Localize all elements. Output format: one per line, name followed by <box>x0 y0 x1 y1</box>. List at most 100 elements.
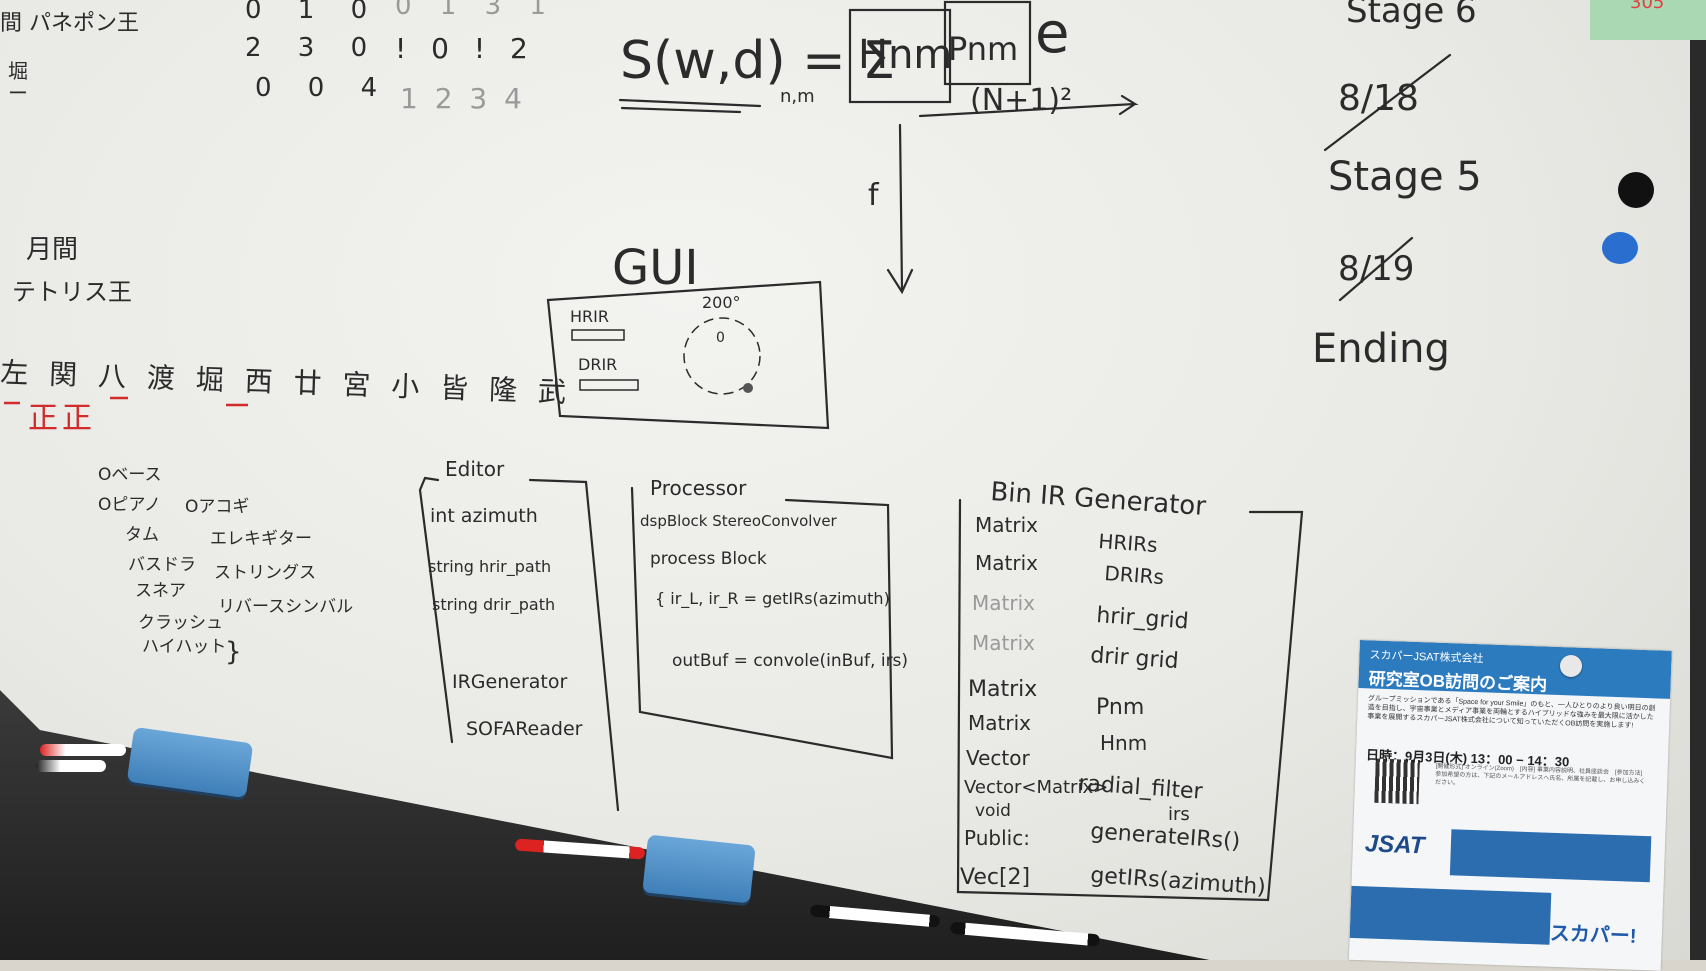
editor-title: Editor <box>445 457 505 481</box>
gui-angle: 200° <box>702 293 741 312</box>
formula-lhs: S(w,d) = Σ <box>620 31 895 91</box>
monthly-line1: 月間 <box>26 235 78 265</box>
processor-line4: outBuf = convole(inBuf, irs) <box>672 651 908 671</box>
formula-term2: Pnm <box>948 30 1018 68</box>
processor-line1: dspBlock StereoConvolver <box>640 512 838 530</box>
formula-term1: Hnm <box>858 32 952 78</box>
editor-line: IRGenerator <box>452 671 567 693</box>
instrument-item: ストリングス <box>214 563 316 583</box>
flyer-body: グループミッションである「Space for your Smile」のもと、一人… <box>1367 695 1656 730</box>
red-underlines <box>4 396 248 407</box>
binir-types: Matrix Matrix Matrix Matrix Matrix Matri… <box>960 513 1108 890</box>
binir-type: Public: <box>964 826 1030 850</box>
instrument-item: エレキギター <box>210 529 312 549</box>
down-arrow <box>886 123 914 295</box>
red-marker-left-2[interactable] <box>36 760 106 772</box>
score-faint-row2: 1 2 3 4 <box>400 82 526 115</box>
flyer-brand: スカパー! <box>1549 922 1637 948</box>
binir-type: Matrix <box>975 513 1038 537</box>
instrument-item: Oピアノ <box>98 495 161 515</box>
formula-box1 <box>848 8 952 104</box>
instrument-item: リバースシンバル <box>218 597 353 617</box>
formula-subscript: n,m <box>780 86 815 107</box>
schedule-slash1 <box>1323 53 1452 152</box>
editor-line: string hrir_path <box>428 557 551 577</box>
instruments-brace: } <box>225 637 242 667</box>
instrument-item: ハイハット <box>142 637 226 657</box>
binir-name: hrir_grid <box>1096 603 1190 634</box>
binir-type: Vec[2] <box>960 865 1030 890</box>
binir-type: Matrix <box>975 551 1038 575</box>
score-row1: 2 3 0 <box>245 33 381 63</box>
editor-box <box>418 476 620 812</box>
gui-title: GUI <box>612 240 698 296</box>
formula-box2 <box>943 0 1032 86</box>
formula-exp: e <box>1035 1 1069 66</box>
eraser-right[interactable] <box>642 834 756 904</box>
processor-line3: { ir_L, ir_R = getIRs(azimuth) <box>655 589 890 609</box>
binir-names: HRIRs DRIRs hrir_grid drir grid Pnm Hnm … <box>1078 529 1267 900</box>
binir-name: HRIRs <box>1098 529 1159 557</box>
binir-name: radial_filter <box>1078 771 1205 805</box>
sticky-note-text: 305 <box>1630 0 1665 13</box>
editor-line: int azimuth <box>430 505 538 527</box>
gui-slider1-label: HRIR <box>570 307 609 326</box>
binir-name: DRIRs <box>1104 561 1165 589</box>
instruments-col2: Oアコギ エレキギター ストリングス リバースシンバル <box>185 497 353 617</box>
binir-name: drir grid <box>1090 643 1180 674</box>
flyer-band <box>1449 829 1652 883</box>
gui-slider1 <box>571 329 625 341</box>
formula-arrow <box>918 94 1139 118</box>
score-row2: 0 0 4 <box>255 73 391 103</box>
schedule-stage5: Stage 5 <box>1328 154 1482 200</box>
gui-knob-zero: 0 <box>716 330 725 346</box>
schedule-date1: 8/18 <box>1338 78 1419 119</box>
gui-box <box>546 280 830 430</box>
binir-type: void <box>975 801 1011 821</box>
binir-type: Vector<Matrix> <box>964 777 1108 798</box>
red-marker-left[interactable] <box>40 744 126 756</box>
processor-box <box>630 486 894 760</box>
schedule-slash2 <box>1338 236 1414 302</box>
top-left-line3: ー <box>8 81 28 105</box>
flyer-logo: JSAT <box>1364 830 1425 860</box>
flyer-band-lower <box>1349 885 1552 945</box>
binir-box <box>956 498 1304 902</box>
qr-code-icon <box>1374 758 1420 805</box>
editor-line: string drir_path <box>432 595 555 615</box>
score-faint-row1: ! 0 ! 2 <box>395 32 536 65</box>
binir-type: Vector <box>966 746 1031 770</box>
binir-type: Matrix <box>972 631 1035 655</box>
instrument-item: タム <box>125 525 159 545</box>
names-tally: 正正 <box>28 401 96 436</box>
gui-knob <box>683 317 761 395</box>
score-faint-row0: 0 1 3 1 <box>395 0 556 21</box>
black-magnet <box>1618 172 1654 208</box>
sticky-note: 305 <box>1590 0 1706 40</box>
instrument-item: Oアコギ <box>185 497 249 517</box>
formula-underline <box>618 98 762 114</box>
top-left-line1: 間 パネポン王 <box>0 11 139 36</box>
monthly-line2: テトリス王 <box>12 278 132 306</box>
binir-type: Matrix <box>968 711 1031 735</box>
gui-slider2-label: DRIR <box>578 355 617 374</box>
flyer-info: [開催形式] オンライン(Zoom) [内容] 事業内容説明、社員座談会 [参加… <box>1434 763 1646 787</box>
binir-name: getIRs(azimuth) <box>1090 863 1267 900</box>
instruments-col1: Oベース Oピアノ タム バスドラ スネア クラッシュ ハイハット <box>98 465 226 657</box>
binir-name: Hnm <box>1100 731 1147 755</box>
score-row0: 0 1 0 <box>245 0 381 25</box>
top-left-line2: 堀 <box>8 59 28 83</box>
processor-line2: process Block <box>650 549 767 569</box>
instrument-item: スネア <box>135 581 186 601</box>
processor-title: Processor <box>650 476 747 500</box>
gui-knob-handle <box>743 383 753 393</box>
instrument-item: クラッシュ <box>138 613 223 633</box>
editor-lines: int azimuth string hrir_path string drir… <box>428 505 583 740</box>
schedule-stage6: Stage 6 <box>1346 0 1477 31</box>
instrument-item: バスドラ <box>128 555 196 575</box>
binir-name: generateIRs() <box>1090 819 1241 854</box>
blue-magnet <box>1602 232 1638 264</box>
gui-slider2 <box>579 379 639 391</box>
schedule-ending: Ending <box>1312 326 1450 372</box>
